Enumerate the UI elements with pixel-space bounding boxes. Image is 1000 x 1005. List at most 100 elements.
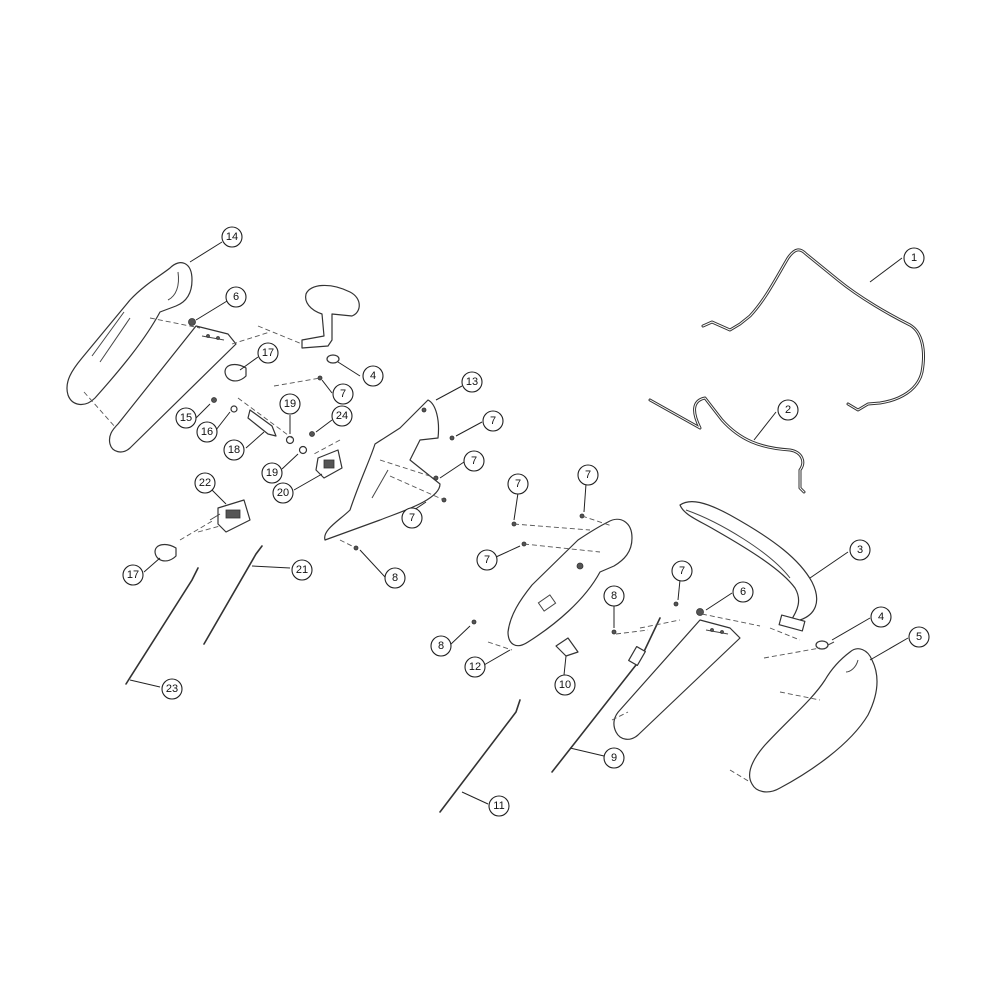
callout-18-label: 18 bbox=[228, 444, 240, 456]
callout-11: 11 bbox=[488, 795, 510, 817]
part-5-side-cover bbox=[749, 648, 878, 793]
right-lower-tube bbox=[613, 619, 741, 740]
callout-19-b: 19 bbox=[261, 462, 283, 484]
callout-17-upper-label: 17 bbox=[262, 347, 274, 359]
callout-5: 5 bbox=[908, 626, 930, 648]
callout-7-c: 7 bbox=[463, 450, 485, 472]
callout-7-f-label: 7 bbox=[585, 469, 591, 481]
part-6-nut-left bbox=[188, 318, 196, 326]
callout-13-label: 13 bbox=[466, 376, 478, 388]
callout-10: 10 bbox=[554, 674, 576, 696]
callout-7-b: 7 bbox=[482, 410, 504, 432]
part-4-knob-right bbox=[815, 640, 835, 650]
part-15-screw bbox=[211, 397, 217, 403]
callout-9-label: 9 bbox=[611, 752, 617, 764]
callout-7-d-label: 7 bbox=[409, 512, 415, 524]
callout-3: 3 bbox=[849, 539, 871, 561]
callout-22-label: 22 bbox=[199, 477, 211, 489]
callout-21-label: 21 bbox=[296, 564, 308, 576]
callout-13: 13 bbox=[461, 371, 483, 393]
part-4-knob-left bbox=[326, 354, 340, 364]
part-17-cap-upper bbox=[224, 363, 247, 382]
callout-16-label: 16 bbox=[201, 426, 213, 438]
callout-7-e-label: 7 bbox=[515, 478, 521, 490]
callout-8-a-label: 8 bbox=[392, 572, 398, 584]
callout-8-b-label: 8 bbox=[611, 590, 617, 602]
part-17-cap-lower bbox=[154, 543, 177, 562]
callout-15-label: 15 bbox=[180, 412, 192, 424]
callout-6-left-label: 6 bbox=[233, 291, 239, 303]
callout-9: 9 bbox=[603, 747, 625, 769]
callout-7-c-label: 7 bbox=[471, 455, 477, 467]
part-23-cable bbox=[125, 567, 199, 685]
callout-4-right: 4 bbox=[870, 606, 892, 628]
callout-1-label: 1 bbox=[911, 252, 917, 264]
part-21-cable bbox=[203, 545, 263, 645]
callout-10-label: 10 bbox=[559, 679, 571, 691]
part-6-nut-right bbox=[696, 608, 704, 616]
callout-23-label: 23 bbox=[166, 683, 178, 695]
callout-7-e: 7 bbox=[507, 473, 529, 495]
part-13-center-plate bbox=[324, 399, 441, 541]
part-20-clamp bbox=[315, 449, 343, 479]
callout-20: 20 bbox=[272, 482, 294, 504]
part-12-right-bracket bbox=[507, 518, 633, 647]
callout-2-label: 2 bbox=[785, 404, 791, 416]
callout-17-lower-label: 17 bbox=[127, 569, 139, 581]
callout-12: 12 bbox=[464, 656, 486, 678]
part-14-left-cover bbox=[66, 262, 193, 405]
callout-4-left-label: 4 bbox=[370, 370, 376, 382]
callout-8-c: 8 bbox=[430, 635, 452, 657]
callout-23: 23 bbox=[161, 678, 183, 700]
part-16-washer bbox=[230, 405, 238, 413]
callout-1: 1 bbox=[903, 247, 925, 269]
callout-8-b: 8 bbox=[603, 585, 625, 607]
upper-lever bbox=[301, 284, 360, 349]
part-24-screw bbox=[309, 431, 315, 437]
callout-14-label: 14 bbox=[226, 231, 238, 243]
callout-19-b-label: 19 bbox=[266, 467, 278, 479]
callout-24-label: 24 bbox=[336, 410, 348, 422]
callout-11-label: 11 bbox=[493, 800, 504, 812]
callout-7-g-label: 7 bbox=[484, 554, 490, 566]
callout-20-label: 20 bbox=[277, 487, 289, 499]
callout-8-a: 8 bbox=[384, 567, 406, 589]
callout-7-a-label: 7 bbox=[340, 388, 346, 400]
part-1-bail-wire bbox=[701, 248, 925, 412]
callout-5-label: 5 bbox=[916, 631, 922, 643]
assembly-lines bbox=[83, 317, 821, 783]
part-3-handle-tube bbox=[679, 501, 818, 632]
callout-7-d: 7 bbox=[401, 507, 423, 529]
callout-2: 2 bbox=[777, 399, 799, 421]
callout-8-c-label: 8 bbox=[438, 640, 444, 652]
callout-22: 22 bbox=[194, 472, 216, 494]
leader-lines bbox=[129, 241, 909, 805]
callout-6-right: 6 bbox=[732, 581, 754, 603]
part-10-clip bbox=[555, 637, 579, 657]
callout-19-a-label: 19 bbox=[284, 398, 296, 410]
callout-16: 16 bbox=[196, 421, 218, 443]
part-2-drive-bail bbox=[648, 396, 806, 494]
callout-7-f: 7 bbox=[577, 464, 599, 486]
callout-4-left: 4 bbox=[362, 365, 384, 387]
part-22-clamp bbox=[209, 499, 251, 533]
callout-6-left: 6 bbox=[225, 286, 247, 308]
callout-18: 18 bbox=[223, 439, 245, 461]
callout-12-label: 12 bbox=[469, 661, 481, 673]
callout-6-right-label: 6 bbox=[740, 586, 746, 598]
callout-15: 15 bbox=[175, 407, 197, 429]
callout-7-a: 7 bbox=[332, 383, 354, 405]
callout-17-lower: 17 bbox=[122, 564, 144, 586]
callout-7-h: 7 bbox=[671, 560, 693, 582]
callout-17-upper: 17 bbox=[257, 342, 279, 364]
part-19-washers bbox=[285, 435, 308, 455]
callout-7-g: 7 bbox=[476, 549, 498, 571]
callout-4-right-label: 4 bbox=[878, 611, 884, 623]
callout-7-b-label: 7 bbox=[490, 415, 496, 427]
left-lower-tube bbox=[108, 325, 237, 453]
part-11-cable bbox=[439, 699, 521, 813]
callout-14: 14 bbox=[221, 226, 243, 248]
part-18-pawl bbox=[247, 409, 277, 437]
